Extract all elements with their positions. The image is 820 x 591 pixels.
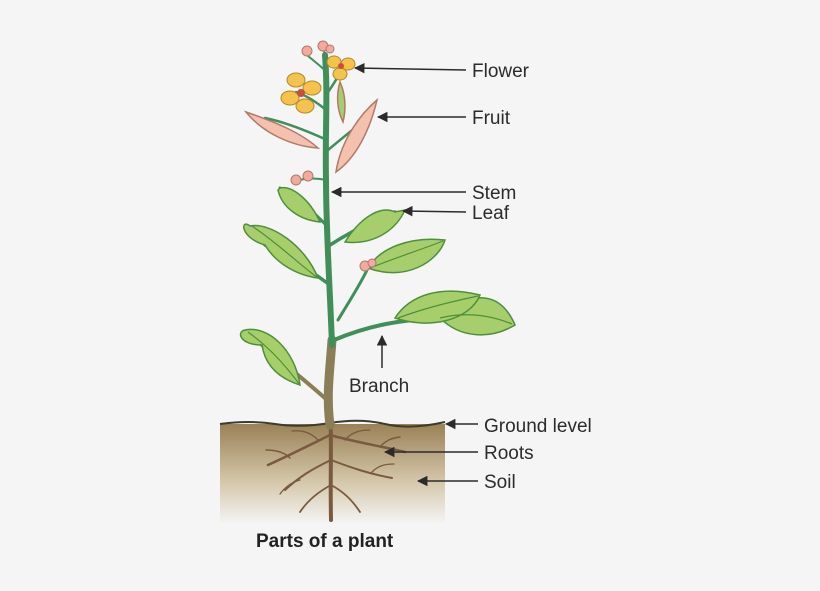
leaf-left-mid [243,223,320,279]
label-ground-level: Ground level [484,416,592,437]
flower-top [326,55,356,81]
buds [290,40,377,272]
leaf-left-lower [239,328,301,387]
label-fruit: Fruit [472,108,511,129]
label-leaf: Leaf [472,203,510,224]
leaf-stem-right [343,208,407,244]
arrow-flower [353,62,467,74]
fruit-right [335,97,379,174]
leaf-stem-left [277,186,322,223]
label-arrows [330,62,478,487]
flowers [280,40,377,272]
diagram-caption: Parts of a plant [256,531,394,552]
leaf-veins [247,225,513,386]
label-branch: Branch [349,376,409,397]
label-stem: Stem [472,183,516,204]
fruit-pod [336,79,346,125]
label-roots: Roots [484,443,534,464]
fruits [243,79,379,174]
fruit-left [243,110,321,149]
label-soil: Soil [484,472,516,493]
flower-large [280,72,322,114]
label-flower: Flower [472,61,530,82]
arrow-leaf [401,205,467,217]
